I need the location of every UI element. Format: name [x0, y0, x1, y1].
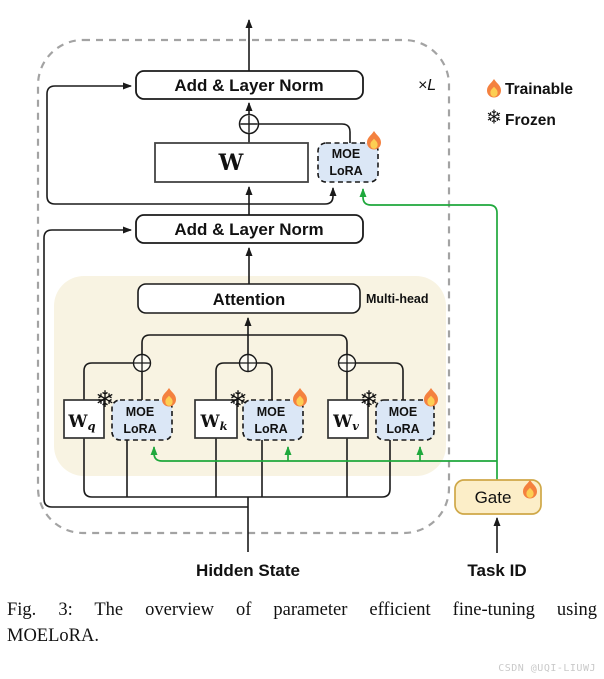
add-layer-norm-mid: Add & Layer Norm — [135, 214, 364, 244]
connector-wq-to-plus1 — [83, 362, 133, 400]
connector-residual-mid — [43, 226, 248, 508]
flame-icon — [487, 79, 501, 98]
caption-line2: MOELoRA. — [7, 625, 99, 646]
legend: Trainable ❄ Frozen — [486, 79, 573, 129]
snowflake-icon: ❄ — [95, 386, 114, 412]
attention-box: Attention — [137, 283, 361, 314]
add-circle-v — [337, 353, 357, 373]
moe-lora-q-line2: LoRA — [123, 422, 156, 436]
wq-label: Wq — [67, 412, 95, 433]
wk-box: Wk ❄ — [194, 386, 248, 439]
connector-wk-to-plus2 — [215, 362, 239, 400]
w-box: W — [154, 142, 309, 183]
add-layer-norm-top-label: Add & Layer Norm — [174, 76, 323, 95]
moe-lora-k: MOE LoRA — [242, 388, 307, 441]
snowflake-icon: ❄ — [228, 386, 247, 412]
add-circle-top — [238, 113, 260, 135]
add-circle-q — [132, 353, 152, 373]
caption-line1: Fig. 3: The overview of parameter effici… — [7, 600, 597, 620]
connector-branch-to-lora-top — [249, 187, 337, 205]
watermark: CSDN @UQI-LIUWJ — [498, 663, 596, 674]
hidden-state-label: Hidden State — [196, 561, 300, 580]
gate-box: Gate — [454, 479, 542, 515]
moe-lora-top: MOE LoRA — [317, 131, 381, 183]
connectors — [43, 19, 501, 553]
multihead-label: Multi-head — [366, 292, 429, 306]
moelora-architecture-diagram: Add & Layer Norm W MOE LoRA Add & Layer … — [36, 19, 573, 580]
add-circle-k — [238, 353, 258, 373]
moe-lora-top-line1: MOE — [332, 147, 360, 161]
flame-icon — [367, 131, 381, 150]
legend-trainable-label: Trainable — [505, 81, 573, 98]
figure-caption: Fig. 3: The overview of parameter effici… — [7, 598, 597, 650]
w-label: W — [218, 150, 244, 176]
connector-gate-to-lora-top — [359, 188, 498, 480]
dashed-layer-boundary — [36, 38, 451, 535]
moe-lora-k-line2: LoRA — [254, 422, 287, 436]
moe-lora-k-line1: MOE — [257, 405, 285, 419]
layer-repeat-label: ×L — [418, 77, 436, 94]
gate-routing — [150, 188, 498, 480]
moe-lora-top-line2: LoRA — [329, 164, 362, 178]
add-layer-norm-mid-label: Add & Layer Norm — [174, 220, 323, 239]
moe-lora-q: MOE LoRA — [111, 388, 176, 441]
wq-box: Wq ❄ — [63, 386, 115, 439]
task-id-label: Task ID — [467, 561, 526, 580]
moe-lora-v: MOE LoRA — [375, 388, 438, 441]
connector-plus-to-lora-top — [259, 123, 351, 143]
wv-label: Wv — [332, 412, 359, 433]
legend-frozen-label: Frozen — [505, 112, 556, 129]
moe-lora-q-line1: MOE — [126, 405, 154, 419]
moe-lora-v-line2: LoRA — [386, 422, 419, 436]
connector-lorak-to-plus2 — [257, 362, 273, 400]
connector-sum-bus — [141, 334, 348, 354]
add-layer-norm-top: Add & Layer Norm — [135, 70, 364, 100]
wv-box: Wv ❄ — [327, 386, 379, 439]
attention-label: Attention — [213, 291, 285, 309]
connector-input-bus — [83, 438, 391, 498]
wk-label: Wk — [199, 412, 227, 433]
moe-lora-v-line1: MOE — [389, 405, 417, 419]
gate-label: Gate — [475, 488, 512, 507]
snowflake-icon: ❄ — [486, 108, 502, 129]
connector-lorav-to-plus3 — [356, 362, 404, 400]
connector-gate-to-loraq — [150, 446, 497, 462]
snowflake-icon: ❄ — [359, 386, 378, 412]
connector-residual-top — [46, 82, 249, 205]
